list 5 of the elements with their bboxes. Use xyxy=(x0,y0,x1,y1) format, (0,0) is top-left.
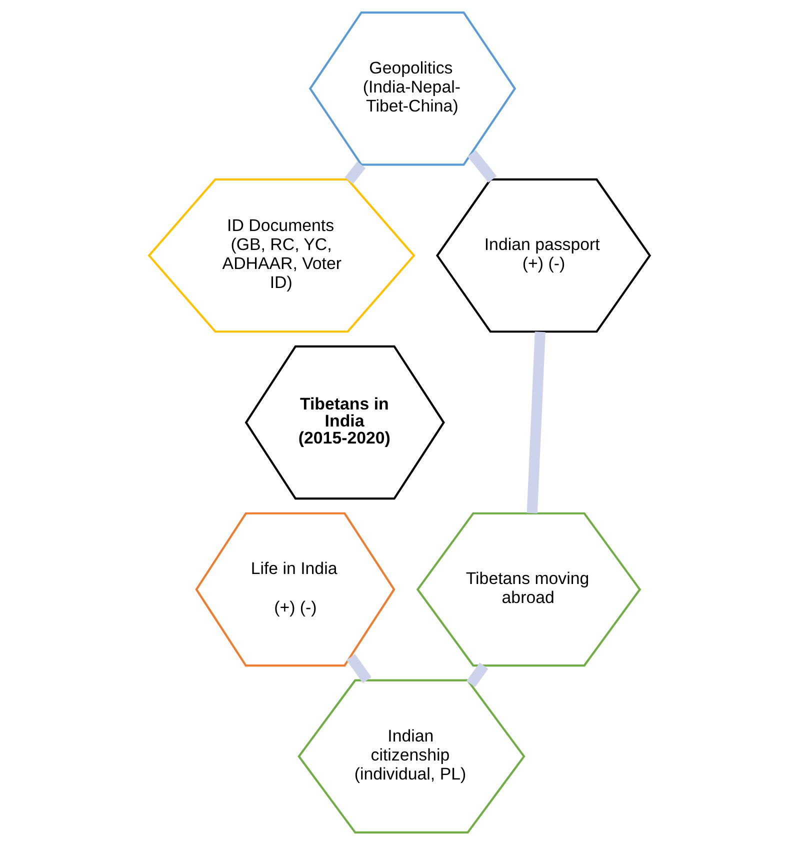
connector xyxy=(467,150,496,183)
connector xyxy=(346,654,371,684)
connector xyxy=(526,332,545,514)
connector xyxy=(344,162,366,184)
connector xyxy=(466,662,488,688)
